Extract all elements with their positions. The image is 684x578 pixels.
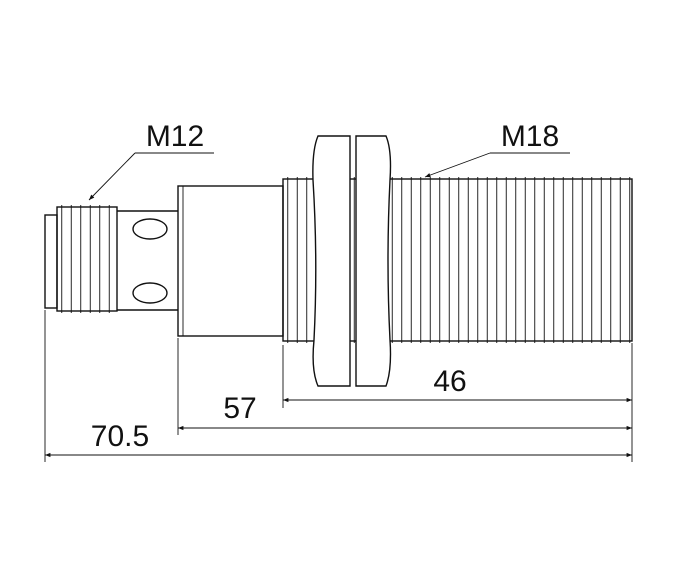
extension-lines [44,310,633,462]
sensor-body [177,185,284,337]
m12-thread [56,205,118,313]
m12-leader-arrow [88,152,136,201]
dim-text-46: 46 [433,365,466,398]
lock-nut-2 [355,135,392,387]
wrench-flat-top [132,218,168,240]
m18-label: M18 [501,120,559,153]
wrench-flat-bottom [132,282,168,304]
dim-text-70-5: 70.5 [91,420,149,453]
connector-neck [117,210,178,311]
lock-nut-1 [312,135,351,387]
dim-text-57: 57 [223,392,256,425]
m12-label: M12 [146,120,204,153]
connector-cap [44,214,58,309]
m18-leader-arrow [424,152,491,178]
